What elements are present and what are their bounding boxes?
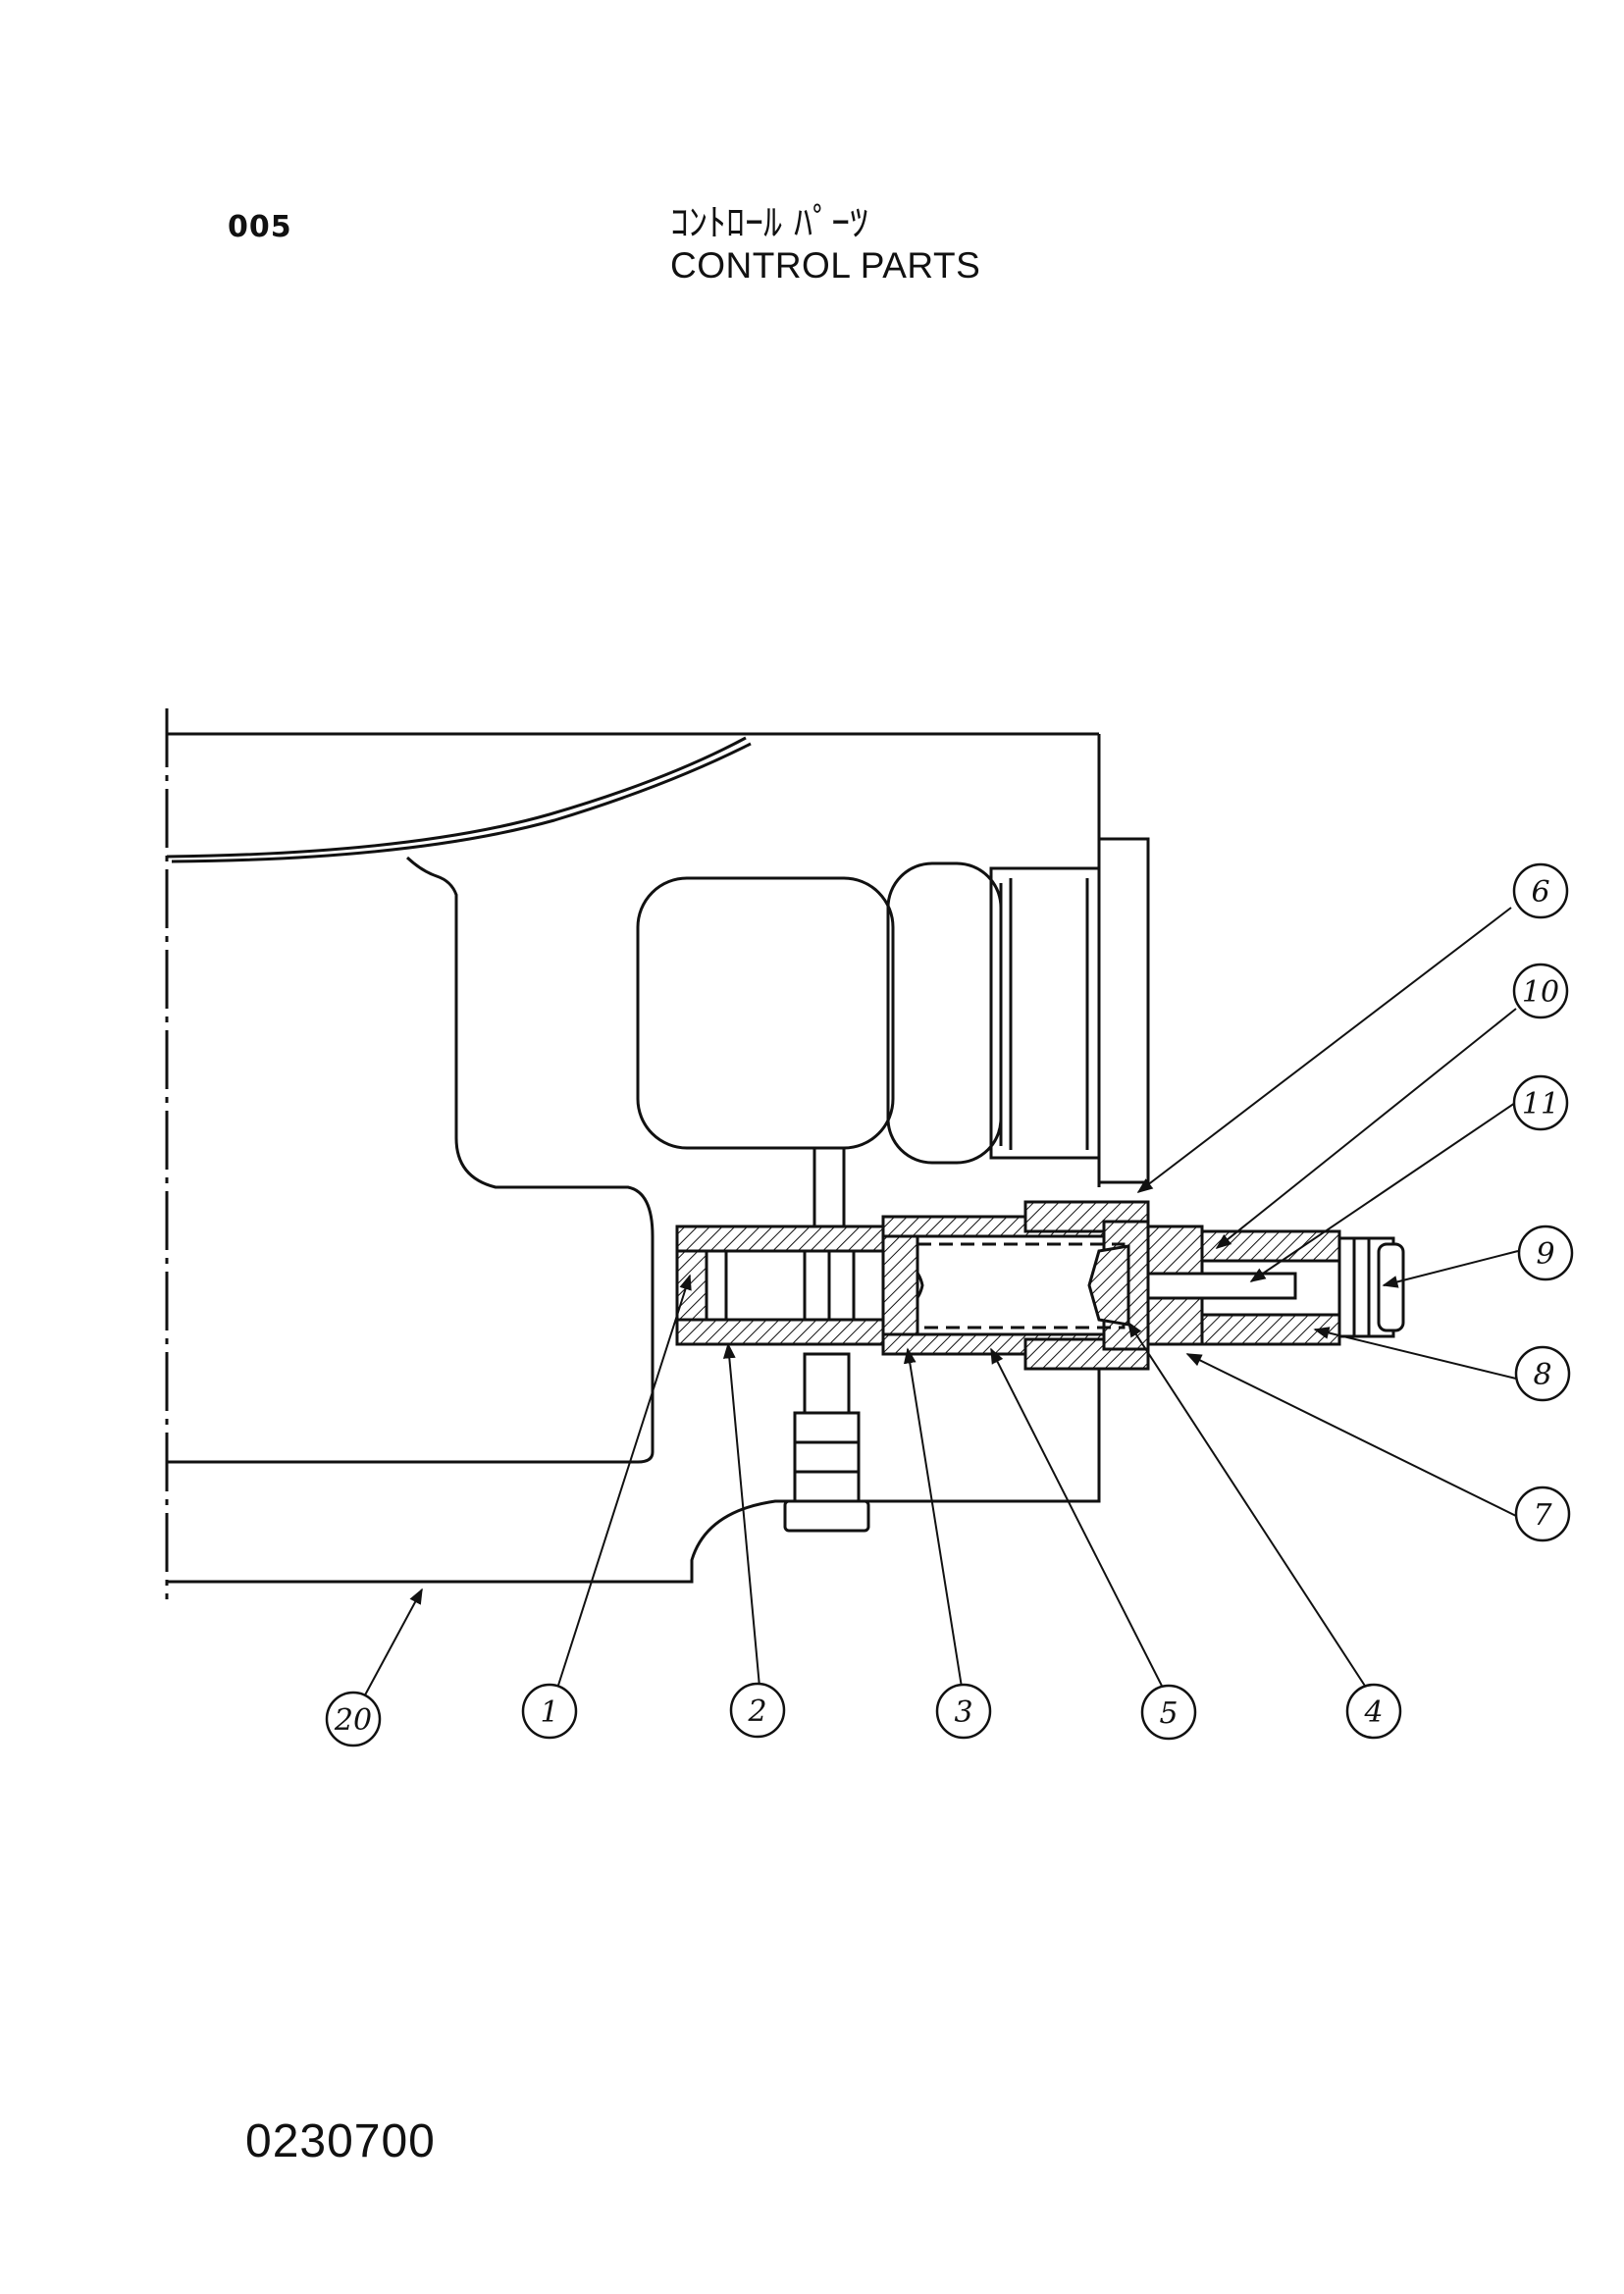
- callout-5: 5: [1140, 1684, 1197, 1741]
- svg-text:5: 5: [1159, 1696, 1178, 1731]
- housing-body: [165, 708, 1150, 1599]
- page-number: 005: [228, 210, 292, 244]
- callout-11: 11: [1512, 1074, 1569, 1131]
- svg-text:2: 2: [747, 1694, 766, 1729]
- callout-7: 7: [1514, 1486, 1571, 1542]
- svg-text:20: 20: [334, 1703, 372, 1738]
- title-english: CONTROL PARTS: [670, 245, 981, 286]
- callout-circles: 6 10 11 9 8 7 20 1: [325, 862, 1574, 1747]
- svg-text:3: 3: [954, 1695, 972, 1730]
- callout-2: 2: [729, 1682, 786, 1739]
- leader-lines: [360, 907, 1522, 1703]
- document-number: 0230700: [245, 2115, 436, 2167]
- callout-20: 20: [325, 1691, 382, 1747]
- svg-text:9: 9: [1536, 1237, 1554, 1272]
- svg-text:6: 6: [1531, 875, 1549, 910]
- svg-text:11: 11: [1522, 1087, 1559, 1121]
- callout-6: 6: [1512, 862, 1569, 919]
- svg-text:8: 8: [1533, 1358, 1551, 1392]
- callout-8: 8: [1514, 1345, 1571, 1402]
- svg-text:10: 10: [1522, 975, 1559, 1010]
- title-japanese: ｺﾝﾄﾛｰﾙ ﾊﾟｰﾂ: [670, 201, 869, 244]
- callout-9: 9: [1517, 1225, 1574, 1281]
- callout-10: 10: [1512, 963, 1569, 1019]
- callout-1: 1: [521, 1683, 578, 1740]
- callout-3: 3: [935, 1683, 992, 1740]
- spool-housing: [636, 861, 1101, 1226]
- callout-4: 4: [1345, 1683, 1402, 1740]
- svg-text:1: 1: [540, 1695, 558, 1730]
- svg-text:4: 4: [1363, 1695, 1383, 1730]
- svg-text:7: 7: [1533, 1498, 1552, 1533]
